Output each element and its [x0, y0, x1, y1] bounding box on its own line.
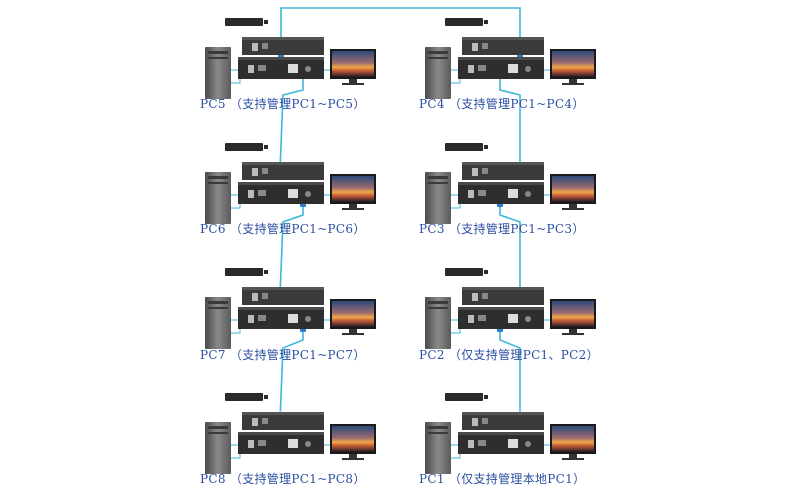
kvm-extender-icon	[458, 287, 544, 329]
keyboard-icon	[445, 18, 483, 26]
mouse-icon	[264, 270, 268, 274]
pc-tower-icon	[205, 172, 231, 224]
mouse-icon	[264, 20, 268, 24]
caption-pc7: PC7 （支持管理PC1~PC7）	[200, 348, 366, 362]
usb-cable	[451, 79, 461, 84]
pc-tower-icon	[425, 297, 451, 349]
keyboard-icon	[445, 143, 483, 151]
usb-cable	[451, 454, 461, 459]
kvm-extender-icon	[238, 412, 324, 454]
monitor-icon	[330, 299, 376, 335]
keyboard-icon	[225, 18, 263, 26]
caption-pc1: PC1 （仅支持管理本地PC1）	[419, 472, 586, 486]
monitor-icon	[550, 299, 596, 335]
station-pc4	[425, 18, 596, 99]
station-pc5	[205, 18, 376, 99]
monitor-icon	[550, 424, 596, 460]
kvm-extender-icon	[458, 162, 544, 204]
keyboard-icon	[445, 393, 483, 401]
monitor-icon	[330, 49, 376, 85]
kvm-extender-icon	[238, 287, 324, 329]
station-pc8	[205, 393, 376, 474]
cascade-cable-left-3	[279, 325, 304, 421]
usb-cable	[451, 329, 461, 334]
kvm-extender-icon	[238, 162, 324, 204]
keyboard-icon	[225, 143, 263, 151]
pc-tower-icon	[205, 47, 231, 99]
caption-pc2: PC2 （仅支持管理PC1、PC2）	[419, 348, 599, 362]
station-pc3	[425, 143, 596, 224]
pc-tower-icon	[425, 47, 451, 99]
usb-cable	[451, 204, 461, 209]
cascade-cable-left-2	[279, 200, 304, 296]
kvm-extender-icon	[238, 37, 324, 79]
mouse-icon	[484, 145, 488, 149]
kvm-extender-icon	[458, 37, 544, 79]
cascade-cable-right-1	[499, 72, 521, 170]
mouse-icon	[264, 145, 268, 149]
usb-cable	[231, 329, 241, 334]
pc-tower-icon	[425, 172, 451, 224]
station-pc6	[205, 143, 376, 224]
cascade-cable-top	[280, 7, 521, 48]
usb-cable	[231, 454, 241, 459]
cascade-cable-right-2	[499, 200, 521, 295]
monitor-icon	[550, 49, 596, 85]
pc-tower-icon	[425, 422, 451, 474]
monitor-icon	[330, 424, 376, 460]
mouse-icon	[484, 20, 488, 24]
keyboard-icon	[225, 268, 263, 276]
monitor-icon	[330, 174, 376, 210]
cascade-cable-left-1	[279, 72, 304, 171]
pc-tower-icon	[205, 422, 231, 474]
monitor-icon	[550, 174, 596, 210]
stations-layer	[205, 18, 596, 474]
mouse-icon	[484, 270, 488, 274]
pc-tower-icon	[205, 297, 231, 349]
caption-pc6: PC6 （支持管理PC1~PC6）	[200, 222, 366, 236]
mouse-icon	[484, 395, 488, 399]
usb-cable	[231, 79, 241, 84]
caption-pc5: PC5 （支持管理PC1~PC5）	[200, 97, 366, 111]
cascade-cable-right-3	[499, 325, 521, 420]
caption-pc3: PC3 （支持管理PC1~PC3）	[419, 222, 585, 236]
mouse-icon	[264, 395, 268, 399]
caption-pc4: PC4 （支持管理PC1~PC4）	[419, 97, 585, 111]
usb-cable	[231, 204, 241, 209]
keyboard-icon	[445, 268, 483, 276]
station-pc1	[425, 393, 596, 474]
keyboard-icon	[225, 393, 263, 401]
kvm-extender-icon	[458, 412, 544, 454]
caption-pc8: PC8 （支持管理PC1~PC8）	[200, 472, 366, 486]
station-pc7	[205, 268, 376, 349]
station-pc2	[425, 268, 596, 349]
